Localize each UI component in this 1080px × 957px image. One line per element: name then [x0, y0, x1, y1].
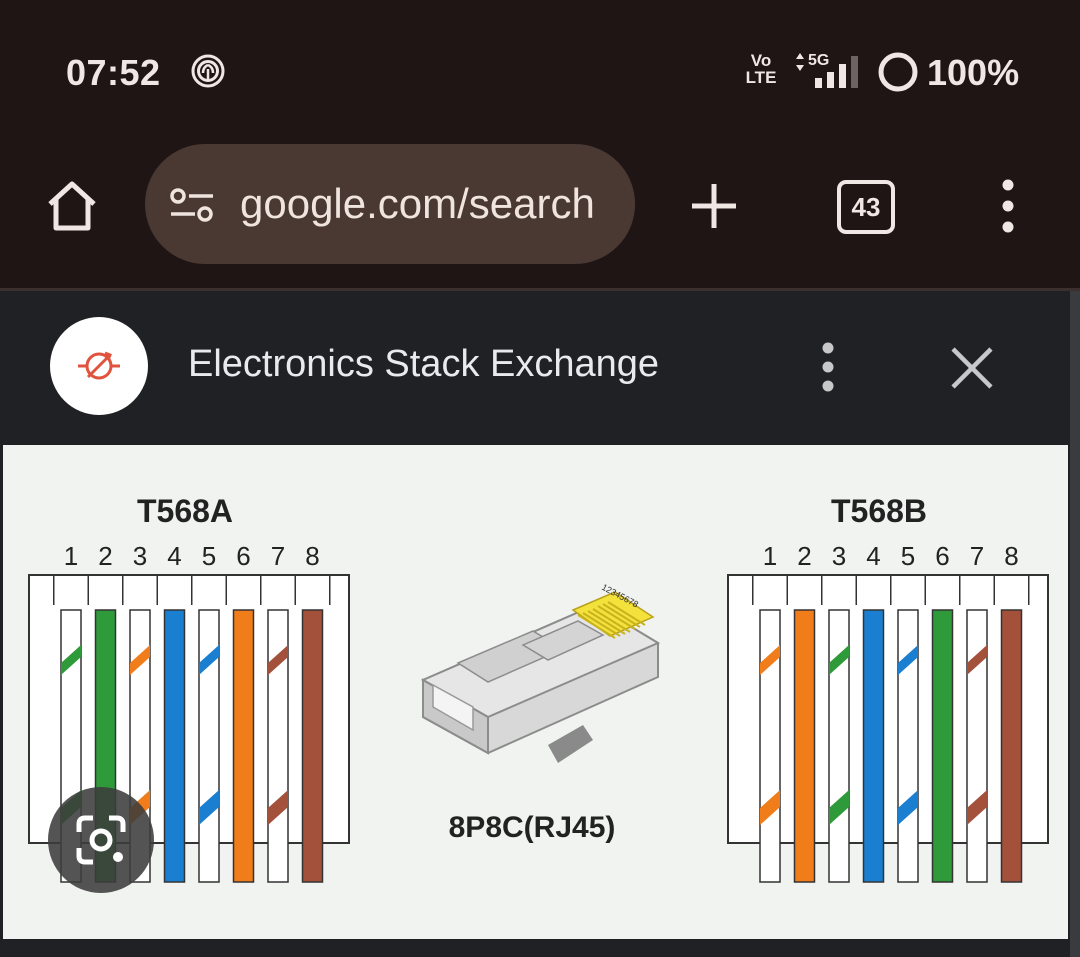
site-title: Electronics Stack Exchange: [188, 343, 660, 385]
google-lens-icon: [76, 815, 126, 865]
wire-stripe: [760, 790, 780, 825]
wire-stripe: [199, 645, 219, 675]
right-pin-number: 5: [901, 541, 915, 571]
right-wire: [759, 609, 781, 883]
volte-indicator: Vo LTE: [745, 51, 777, 87]
wire-insulation: [793, 609, 816, 883]
wire-insulation: [163, 609, 186, 883]
favicon-icon: [50, 317, 148, 415]
left-connector-body: [28, 574, 350, 844]
right-pin-number: 2: [797, 541, 811, 571]
menu-icon[interactable]: [996, 178, 1020, 234]
wire-stripe: [130, 645, 150, 675]
wire-insulation: [1000, 609, 1023, 883]
left-pin-number: 1: [64, 541, 78, 571]
sheet-bottom: [0, 939, 1068, 957]
wire-insulation: [931, 609, 954, 883]
wire-stripe: [898, 645, 918, 675]
url-bar[interactable]: google.com/search: [145, 144, 635, 264]
scrollbar[interactable]: [1070, 291, 1080, 957]
right-wire: [793, 609, 816, 883]
t568b-title: T568B: [831, 493, 927, 529]
right-wire: [966, 609, 988, 883]
network-type: 5G: [808, 52, 830, 69]
wire-insulation: [301, 609, 324, 883]
left-pin-number: 8: [305, 541, 319, 571]
wire-stripe: [829, 645, 849, 675]
status-bar: 07:52 Vo LTE 5G 100%: [0, 0, 1080, 140]
rj45-connector-illustration: 12345678: [420, 582, 661, 763]
right-pin-number: 6: [935, 541, 949, 571]
wire-stripe: [829, 790, 849, 825]
left-pin-number: 7: [271, 541, 285, 571]
right-pin-number: 7: [970, 541, 984, 571]
right-wire: [897, 609, 919, 883]
left-pin-number: 3: [133, 541, 147, 571]
left-wire: [198, 609, 220, 883]
wire-stripe: [967, 790, 987, 825]
wire-insulation: [232, 609, 255, 883]
right-pin-number: 3: [832, 541, 846, 571]
wire-stripe: [199, 790, 219, 825]
left-wire: [163, 609, 186, 883]
wire-stripe: [61, 645, 81, 675]
left-pin-number: 5: [202, 541, 216, 571]
wire-stripe: [760, 645, 780, 675]
url-text: google.com/search: [240, 180, 595, 227]
left-wire: [267, 609, 289, 883]
t568a-title: T568A: [137, 493, 233, 529]
site-settings-icon[interactable]: [169, 187, 215, 223]
fingerprint-icon: [191, 54, 225, 88]
more-vert-icon[interactable]: [818, 342, 838, 392]
close-icon[interactable]: [950, 346, 994, 390]
tab-switcher-icon[interactable]: 43: [837, 180, 895, 234]
left-pin-number: 4: [167, 541, 181, 571]
signal-icon: [815, 56, 858, 88]
toolbar-divider: [0, 288, 1080, 291]
wire-stripe: [268, 645, 288, 675]
right-wire: [862, 609, 885, 883]
wire-insulation: [862, 609, 885, 883]
wire-stripe: [967, 645, 987, 675]
left-wire: [301, 609, 324, 883]
wire-stripe: [268, 790, 288, 825]
left-wire: [232, 609, 255, 883]
status-time: 07:52: [66, 52, 161, 93]
wire-stripe: [898, 790, 918, 825]
battery-icon: [878, 52, 918, 92]
home-icon[interactable]: [44, 178, 100, 234]
new-tab-icon[interactable]: [688, 180, 740, 232]
right-wire: [1000, 609, 1023, 883]
connector-label: 8P8C(RJ45): [449, 811, 616, 844]
right-wire: [931, 609, 954, 883]
data-arrows-icon: [796, 53, 804, 71]
battery-percent: 100%: [927, 52, 1020, 93]
google-lens-button[interactable]: [48, 787, 154, 893]
right-connector-body: [727, 574, 1049, 844]
right-pin-number: 1: [763, 541, 777, 571]
right-pin-number: 4: [866, 541, 880, 571]
left-pin-number: 6: [236, 541, 250, 571]
left-pin-number: 2: [98, 541, 112, 571]
right-wire: [828, 609, 850, 883]
sheet-header: Electronics Stack Exchange: [0, 291, 1080, 444]
right-pin-number: 8: [1004, 541, 1018, 571]
